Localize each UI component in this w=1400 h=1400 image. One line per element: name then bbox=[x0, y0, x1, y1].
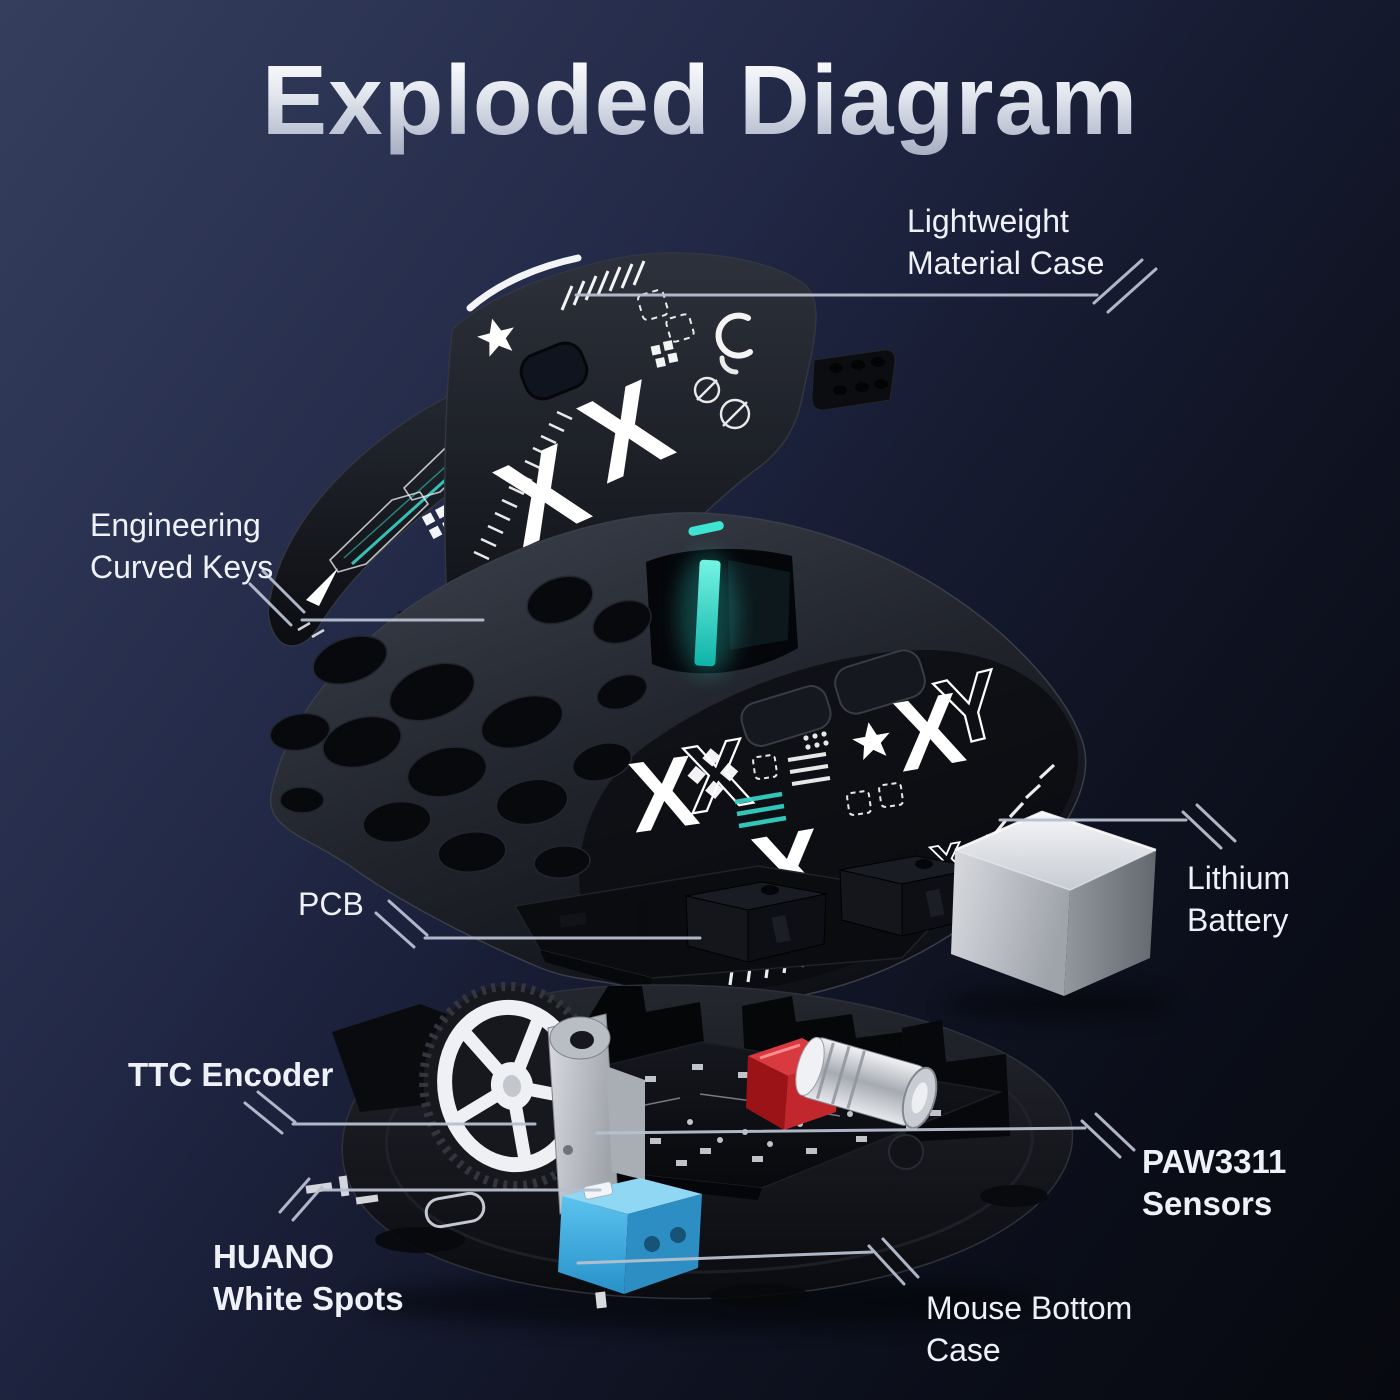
label-paw3311-sensors: PAW3311 Sensors bbox=[1142, 1141, 1286, 1225]
callout-mouse-bottom-case bbox=[576, 1237, 920, 1286]
label-line: Lithium bbox=[1187, 860, 1291, 896]
usb-port-outline bbox=[424, 1191, 486, 1229]
callout-paw3311-sensors bbox=[595, 1112, 1136, 1159]
callout-pcb bbox=[374, 899, 702, 949]
callout-lithium-battery bbox=[998, 803, 1237, 850]
label-line: White Spots bbox=[213, 1280, 404, 1318]
honeycomb-cutouts bbox=[269, 575, 652, 879]
label-line: Engineering bbox=[90, 507, 261, 543]
page-title: Exploded Diagram bbox=[0, 44, 1400, 157]
battery-side-face bbox=[1064, 850, 1156, 996]
label-line: Case bbox=[926, 1331, 1001, 1368]
metal-barrel bbox=[795, 1036, 938, 1129]
callout-lightweight-material-case bbox=[574, 258, 1158, 314]
callout-ttc-encoder bbox=[243, 1090, 537, 1135]
label-line: Curved Keys bbox=[90, 548, 274, 585]
huano-switch bbox=[558, 1178, 702, 1309]
label-line: Mouse Bottom bbox=[926, 1290, 1133, 1326]
battery-top-face bbox=[955, 812, 1156, 890]
svg-text:X: X bbox=[622, 734, 704, 854]
callout-huano-white-spots bbox=[278, 1177, 602, 1222]
pcb-switch-board bbox=[513, 855, 981, 992]
mouse-feet bbox=[375, 1185, 1048, 1308]
label-line: Sensors bbox=[1142, 1185, 1273, 1223]
bottom-assembly bbox=[305, 981, 1074, 1330]
label-mouse-bottom-case: Mouse Bottom Case bbox=[926, 1288, 1132, 1371]
label-engineering-curved-keys: Engineering Curved Keys bbox=[90, 505, 273, 588]
label-pcb: PCB bbox=[298, 884, 364, 926]
label-line: Material Case bbox=[907, 244, 1105, 281]
label-lithium-battery: Lithium Battery bbox=[1187, 858, 1290, 941]
callout-engineering-curved-keys bbox=[248, 569, 485, 627]
label-lightweight-material-case: Lightweight Material Case bbox=[907, 201, 1104, 284]
battery bbox=[943, 810, 1173, 1020]
label-line: PCB bbox=[298, 886, 364, 922]
led-indicator bbox=[688, 521, 724, 536]
label-line: TTC Encoder bbox=[128, 1056, 334, 1093]
battery-front-face bbox=[951, 850, 1070, 996]
side-buttons bbox=[740, 649, 926, 747]
label-line: PAW3311 bbox=[1142, 1143, 1287, 1180]
label-ttc-encoder: TTC Encoder bbox=[128, 1054, 333, 1096]
callout-lines bbox=[243, 258, 1237, 1286]
label-huano-white-spots: HUANO White Spots bbox=[213, 1236, 404, 1320]
label-line: Battery bbox=[1187, 901, 1289, 938]
label-line: Lightweight bbox=[907, 203, 1069, 239]
encoder-bracket bbox=[547, 1013, 645, 1215]
label-line: HUANO bbox=[213, 1238, 334, 1275]
